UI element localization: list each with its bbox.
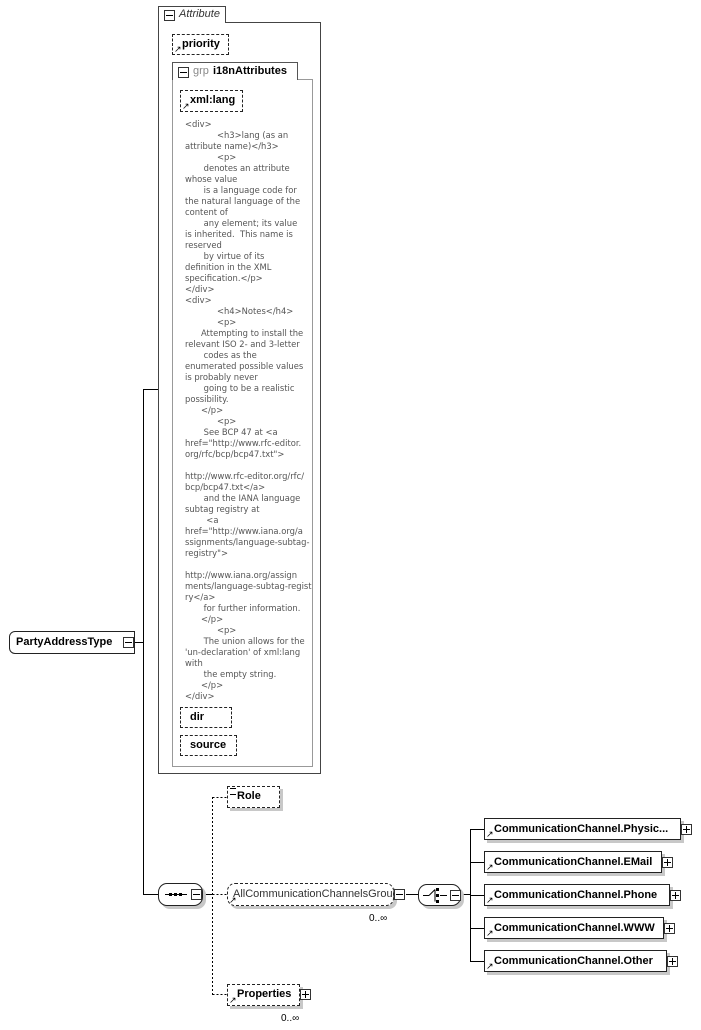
expand-toggle[interactable] (670, 890, 681, 901)
element-communication-channel-other[interactable]: ↗ CommunicationChannel.Other (484, 950, 667, 972)
element-label: CommunicationChannel.EMail (494, 856, 653, 868)
root-type-label: PartyAddressType (16, 636, 113, 648)
sequence-compositor[interactable] (158, 883, 203, 906)
root-collapse-toggle[interactable] (123, 637, 134, 648)
element-label: CommunicationChannel.Physic... (494, 823, 669, 835)
reference-arrow-icon: ↗ (486, 895, 494, 905)
choice-collapse-toggle[interactable] (450, 890, 461, 901)
element-label: CommunicationChannel.WWW (494, 922, 655, 934)
attribute-priority-label: priority (182, 38, 220, 50)
reference-arrow-icon: ↗ (182, 101, 190, 111)
attribute-group-title: Attribute (179, 8, 220, 20)
group-name: i18nAttributes (213, 65, 287, 77)
group-all-communication-channels-label: AllCommunicationChannelsGroup (233, 888, 399, 900)
reference-arrow-icon: ↗ (174, 44, 182, 54)
attribute-group-tab: Attribute (158, 6, 226, 23)
attribute-source-label: source (190, 739, 227, 751)
reference-arrow-icon: ↗ (486, 862, 494, 872)
element-properties-label: Properties (237, 988, 292, 1000)
element-role[interactable]: Role (227, 786, 280, 808)
expand-toggle[interactable] (662, 857, 673, 868)
sequence-collapse-toggle[interactable] (191, 889, 202, 900)
element-communication-channel-physical[interactable]: ↗ CommunicationChannel.Physic... (484, 818, 681, 840)
attribute-xml-lang[interactable]: ↗ xml:lang (180, 90, 243, 112)
element-properties[interactable]: ↗ Properties (227, 984, 300, 1006)
element-communication-channel-phone[interactable]: ↗ CommunicationChannel.Phone (484, 884, 670, 906)
element-role-label: Role (237, 790, 261, 802)
attribute-dir-label: dir (190, 711, 205, 723)
expand-toggle[interactable] (667, 956, 678, 967)
documentation-lines-icon (230, 788, 236, 795)
reference-arrow-icon: ↗ (486, 928, 494, 938)
choice-icon (423, 888, 447, 903)
i18n-attribute-group-tab: grp i18nAttributes (172, 62, 298, 80)
channels-group-occurrence: 0..∞ (369, 913, 388, 924)
attribute-priority[interactable]: ↗ priority (172, 34, 229, 55)
group-all-communication-channels[interactable]: ↗ AllCommunicationChannelsGroup (227, 883, 399, 906)
i18n-group-collapse-toggle[interactable] (178, 67, 189, 78)
properties-occurrence: 0..∞ (281, 1013, 300, 1024)
element-communication-channel-www[interactable]: ↗ CommunicationChannel.WWW (484, 917, 664, 939)
reference-arrow-icon: ↗ (229, 995, 237, 1005)
attribute-collapse-toggle[interactable] (164, 10, 175, 21)
i18n-attribute-group-box (172, 79, 313, 767)
element-communication-channel-email[interactable]: ↗ CommunicationChannel.EMail (484, 851, 662, 873)
xml-lang-documentation: <div> <h3>lang (as an attribute name)</h… (185, 119, 312, 701)
attribute-dir[interactable]: dir (180, 707, 232, 728)
reference-arrow-icon: ↗ (486, 961, 494, 971)
properties-expand-toggle[interactable] (300, 989, 311, 1000)
channels-group-collapse-toggle[interactable] (394, 889, 405, 900)
root-type-node[interactable]: PartyAddressType (9, 631, 135, 654)
attribute-xml-lang-label: xml:lang (190, 94, 236, 106)
expand-toggle[interactable] (664, 923, 675, 934)
choice-compositor[interactable] (418, 884, 461, 906)
attribute-source[interactable]: source (180, 735, 237, 756)
reference-arrow-icon: ↗ (229, 895, 237, 905)
sequence-icon (165, 893, 187, 896)
element-label: CommunicationChannel.Other (494, 955, 653, 967)
expand-toggle[interactable] (681, 824, 692, 835)
group-prefix: grp (193, 65, 209, 77)
element-label: CommunicationChannel.Phone (494, 889, 658, 901)
reference-arrow-icon: ↗ (486, 829, 494, 839)
